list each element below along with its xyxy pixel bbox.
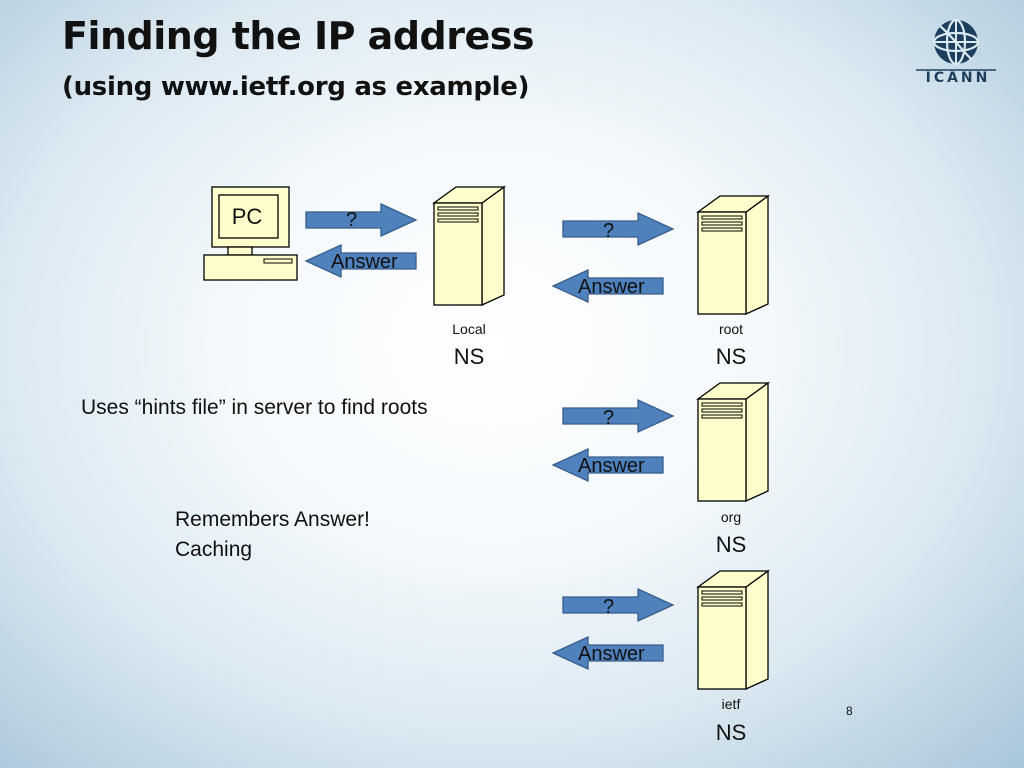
icann-logo-text: ICANN [925, 70, 991, 86]
page-number: 8 [846, 704, 853, 718]
answer-label: Answer [331, 251, 398, 273]
server-name-root: root [718, 321, 744, 337]
query-arrow-pc-to-local [305, 203, 417, 237]
org-ns-server-icon [697, 382, 769, 502]
query-label: ? [603, 596, 615, 618]
answer-label: Answer [578, 276, 645, 298]
remembers-answer-note: Remembers Answer! [175, 508, 370, 531]
icann-globe-icon [916, 18, 996, 71]
query-label: ? [603, 407, 615, 429]
caching-note: Caching [175, 538, 253, 561]
pc-computer-icon [203, 186, 298, 281]
hints-file-note: Uses “hints file” in server to find root… [81, 396, 428, 419]
query-arrow-to-ietf [562, 588, 674, 622]
slide-title: Finding the IP address [62, 14, 534, 58]
server-name-ietf: ietf [721, 696, 741, 712]
query-arrow-to-org [562, 399, 674, 433]
query-label: ? [603, 220, 615, 242]
ietf-ns-server-icon [697, 570, 769, 690]
server-name-org: org [720, 509, 742, 525]
server-name-local: Local [452, 321, 486, 337]
answer-label: Answer [578, 455, 645, 477]
pc-label: PC [231, 204, 263, 229]
server-type-local: NS [453, 344, 485, 369]
server-type-ietf: NS [715, 720, 747, 745]
root-ns-server-icon [697, 195, 769, 315]
local-ns-server-icon [433, 186, 505, 306]
query-label: ? [346, 209, 358, 231]
query-arrow-to-root [562, 212, 674, 246]
server-type-org: NS [715, 532, 747, 557]
answer-label: Answer [578, 643, 645, 665]
server-type-root: NS [715, 344, 747, 369]
slide-subtitle: (using www.ietf.org as example) [62, 72, 530, 102]
